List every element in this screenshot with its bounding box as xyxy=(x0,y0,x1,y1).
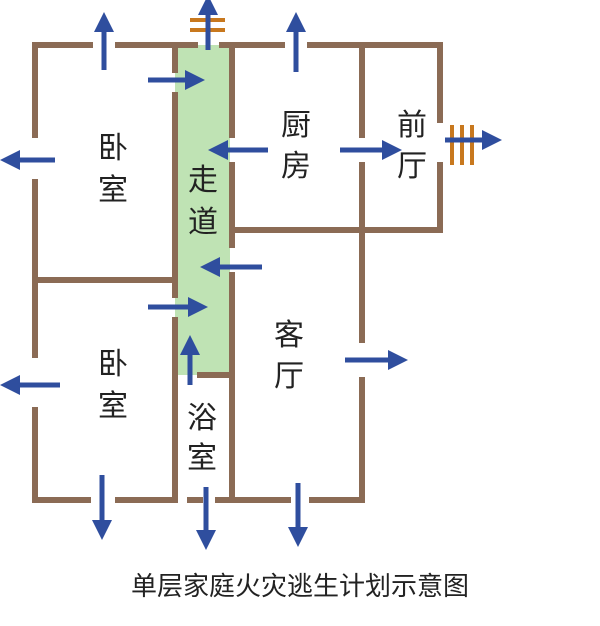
label-bedroom-top-1: 卧 xyxy=(98,131,128,166)
walls xyxy=(32,42,443,503)
label-front-hall-1: 前 xyxy=(397,108,427,143)
label-corridor-1: 走 xyxy=(188,163,218,198)
exit-marker-right xyxy=(450,125,474,165)
corridor-area xyxy=(175,45,230,375)
label-kitchen-1: 厨 xyxy=(281,108,311,143)
label-front-hall-2: 厅 xyxy=(397,149,427,184)
diagram-title: 单层家庭火灾逃生计划示意图 xyxy=(130,572,469,602)
label-living-room-1: 客 xyxy=(274,318,304,353)
label-bedroom-bottom-1: 卧 xyxy=(98,347,128,382)
label-bathroom-1: 浴 xyxy=(187,401,217,436)
label-kitchen-2: 房 xyxy=(281,149,311,184)
label-living-room-2: 厅 xyxy=(274,359,304,394)
floor-plan: 卧 室 走 道 厨 房 前 厅 卧 室 浴 室 客 厅 xyxy=(0,0,502,550)
label-bathroom-2: 室 xyxy=(187,441,217,476)
escape-arrows xyxy=(0,0,502,550)
label-bedroom-top-2: 室 xyxy=(98,173,128,208)
label-bedroom-bottom-2: 室 xyxy=(98,389,128,424)
label-corridor-2: 道 xyxy=(188,205,218,240)
room-labels: 卧 室 走 道 厨 房 前 厅 卧 室 浴 室 客 厅 xyxy=(98,108,427,476)
